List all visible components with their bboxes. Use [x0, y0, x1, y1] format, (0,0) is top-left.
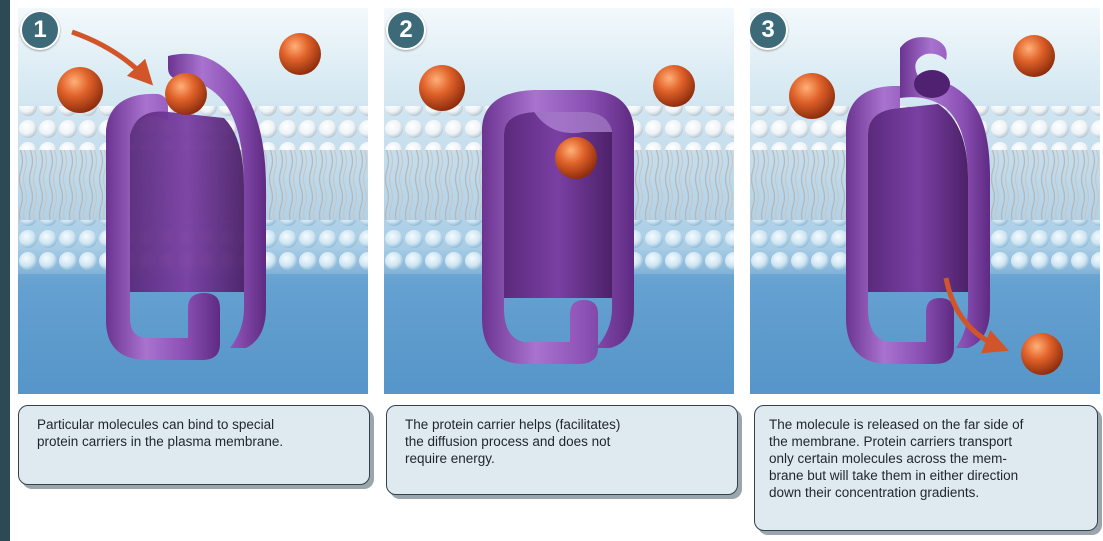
- molecule: [653, 65, 695, 107]
- molecule-released: [1021, 333, 1063, 375]
- molecule: [57, 67, 103, 113]
- caption-line: the diffusion process and does not: [405, 433, 723, 450]
- step-2-illustration: [384, 8, 734, 394]
- caption-line: the membrane. Protein carriers transport: [769, 433, 1089, 450]
- panel-step-2: 2: [384, 8, 734, 394]
- panel-step-1: 1: [18, 8, 368, 394]
- binding-pocket: [914, 70, 950, 98]
- molecule: [1013, 35, 1055, 77]
- caption-line: The protein carrier helps (facilitates): [405, 416, 723, 433]
- caption-line: brane but will take them in either direc…: [769, 467, 1089, 484]
- molecule: [279, 33, 321, 75]
- figure: 1: [10, 0, 1103, 541]
- caption-step-3: The molecule is released on the far side…: [754, 405, 1098, 531]
- caption-step-1: Particular molecules can bind to special…: [18, 405, 370, 485]
- step-number-badge: 2: [386, 10, 426, 50]
- caption-line: The molecule is released on the far side…: [769, 416, 1089, 433]
- caption-line: Particular molecules can bind to special: [37, 416, 355, 433]
- caption-line: down their concentration gradients.: [769, 484, 1089, 501]
- step-1-illustration: [18, 8, 368, 394]
- caption-line: require energy.: [405, 450, 723, 467]
- panel-step-3: 3: [750, 8, 1100, 394]
- caption-line: only certain molecules across the mem-: [769, 450, 1089, 467]
- step-3-illustration: [750, 8, 1100, 394]
- molecule: [419, 65, 465, 111]
- molecule: [789, 73, 835, 119]
- molecule-in-transit: [555, 137, 597, 179]
- molecule-binding: [165, 73, 207, 115]
- caption-line: protein carriers in the plasma membrane.: [37, 433, 355, 450]
- caption-step-2: The protein carrier helps (facilitates) …: [386, 405, 738, 495]
- step-number-badge: 1: [20, 10, 60, 50]
